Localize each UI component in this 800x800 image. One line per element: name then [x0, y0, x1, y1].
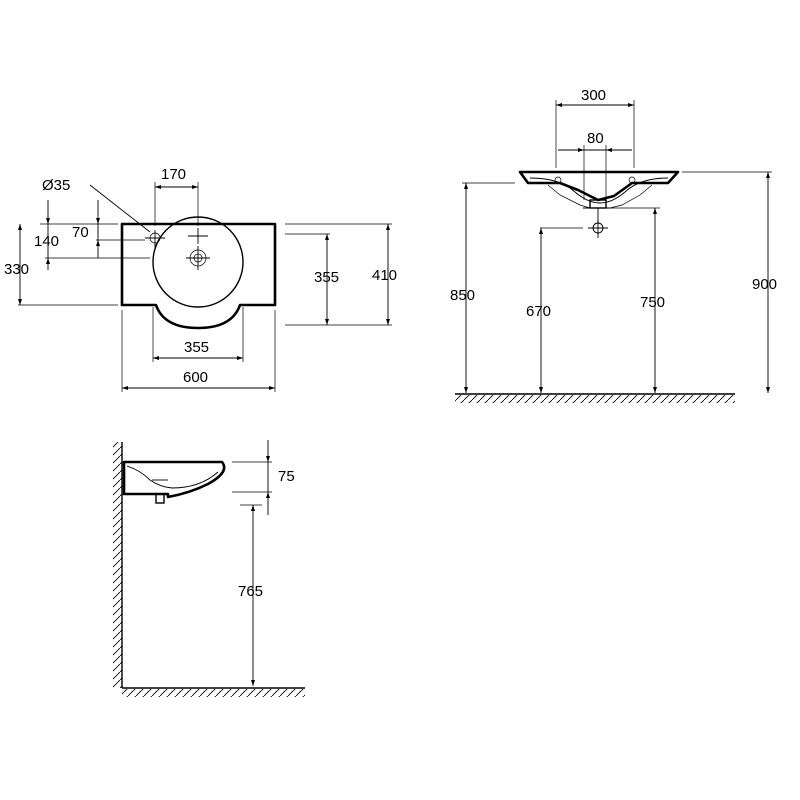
label-765: 765 [238, 583, 263, 600]
side-view: 75 765 [113, 440, 305, 697]
wall-hatch [113, 442, 122, 688]
label-140: 140 [34, 233, 59, 250]
label-410: 410 [372, 267, 397, 284]
basin-outline-front [518, 170, 680, 202]
label-355-right: 355 [314, 269, 339, 286]
label-75: 75 [278, 468, 295, 485]
label-750: 750 [640, 294, 665, 311]
label-355-bottom: 355 [184, 339, 209, 356]
top-view: Ø35 170 70 140 330 [4, 166, 397, 392]
label-300: 300 [581, 87, 606, 104]
label-330: 330 [4, 261, 29, 278]
label-170: 170 [161, 166, 186, 183]
label-900: 900 [752, 276, 777, 293]
front-view: 300 80 850 670 750 900 [450, 87, 777, 403]
floor-hatch-front [455, 395, 735, 403]
tap-hole-center [188, 228, 208, 244]
floor-hatch-side [122, 689, 305, 697]
label-80: 80 [587, 130, 604, 147]
basin-outline-top [120, 222, 277, 330]
drain-hole [186, 246, 210, 270]
label-diameter-35: Ø35 [42, 177, 70, 194]
label-70: 70 [72, 224, 89, 241]
tap-hole-left [145, 230, 165, 248]
basin-outline-side [122, 460, 226, 499]
label-600: 600 [183, 369, 208, 386]
label-850: 850 [450, 287, 475, 304]
label-670: 670 [526, 303, 551, 320]
